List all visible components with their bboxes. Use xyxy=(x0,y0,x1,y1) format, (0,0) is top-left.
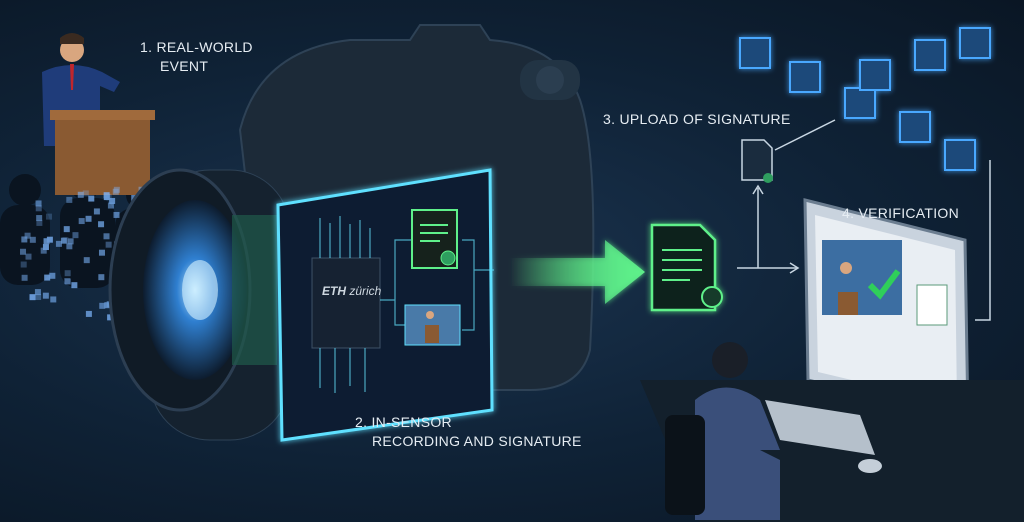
logo-rest: zürich xyxy=(349,284,382,298)
pixel-square xyxy=(71,282,78,289)
pixel-square xyxy=(113,211,120,218)
sensor-board xyxy=(276,168,494,442)
pixel-square xyxy=(78,218,85,225)
person-at-desk-icon xyxy=(665,342,882,520)
step-1-line1: 1. REAL-WORLD xyxy=(140,39,253,55)
pixel-square xyxy=(66,196,73,203)
pixel-square xyxy=(107,202,114,209)
pixel-square xyxy=(42,244,49,251)
step-2-label: 2. IN-SENSOR RECORDING AND SIGNATURE xyxy=(355,413,582,451)
pixel-square xyxy=(64,278,71,285)
pixel-square xyxy=(46,236,53,243)
blockchain-icon xyxy=(739,27,991,171)
monitor-icon xyxy=(780,198,970,445)
pixel-square xyxy=(99,302,106,309)
pixel-square xyxy=(85,310,92,317)
block-cube xyxy=(959,27,991,59)
chip-icon xyxy=(311,257,381,349)
pixel-square xyxy=(104,302,111,309)
pixel-square xyxy=(20,261,27,268)
pixel-square xyxy=(83,257,90,264)
pixel-square xyxy=(64,278,71,285)
pixel-square xyxy=(55,240,62,247)
pixel-square xyxy=(20,248,27,255)
pixel-square xyxy=(113,186,120,193)
pixel-square xyxy=(21,274,28,281)
eth-zurich-logo: ETH zürich xyxy=(322,284,381,298)
block-cube xyxy=(859,59,891,91)
pixel-square xyxy=(66,243,73,250)
pixel-square xyxy=(112,188,119,195)
block-cube xyxy=(844,87,876,119)
pixel-square xyxy=(21,236,28,243)
pixel-square xyxy=(44,274,51,281)
pixel-square xyxy=(42,292,49,299)
step-1-label: 1. REAL-WORLD EVENT xyxy=(140,38,253,76)
step-2-line2: RECORDING AND SIGNATURE xyxy=(372,433,582,449)
block-cube xyxy=(899,111,931,143)
pixel-square xyxy=(98,221,105,228)
pixel-square xyxy=(35,205,42,212)
pixel-square xyxy=(45,213,52,220)
pixel-square xyxy=(77,191,84,198)
pixel-square xyxy=(109,197,116,204)
pixel-square xyxy=(25,253,32,260)
block-cube xyxy=(944,139,976,171)
pixel-square xyxy=(50,296,57,303)
pixel-square xyxy=(103,233,110,240)
pixel-square xyxy=(98,274,105,281)
pixel-square xyxy=(24,232,31,239)
step-1-line2: EVENT xyxy=(160,58,209,74)
pixel-square xyxy=(88,195,95,202)
pixel-square xyxy=(98,249,105,256)
step-4-label: 4. VERIFICATION xyxy=(842,205,960,221)
pixel-square xyxy=(40,247,47,254)
pixel-square xyxy=(36,219,43,226)
pixel-square xyxy=(43,238,50,245)
signed-document-icon xyxy=(650,223,723,312)
pixel-square xyxy=(93,208,100,215)
pixel-square xyxy=(29,294,36,301)
speaker-icon xyxy=(42,33,155,195)
pixel-square xyxy=(67,238,74,245)
pixel-square xyxy=(29,236,36,243)
logo-bold: ETH xyxy=(322,284,346,298)
step-3-label: 3. UPLOAD OF SIGNATURE xyxy=(603,111,791,127)
pixel-square xyxy=(105,241,112,248)
pixel-square xyxy=(60,237,67,244)
step-2-line1: 2. IN-SENSOR xyxy=(355,414,452,430)
pixel-square xyxy=(64,270,71,277)
pixel-square xyxy=(85,215,92,222)
pixel-square xyxy=(82,190,89,197)
transfer-arrow xyxy=(510,240,645,304)
pixel-square xyxy=(35,200,42,207)
mouse-icon xyxy=(858,459,882,473)
keyboard-icon xyxy=(765,400,875,455)
block-cube xyxy=(739,37,771,69)
pixel-square xyxy=(63,226,70,233)
pixel-square xyxy=(34,289,41,296)
pixel-square xyxy=(36,215,43,222)
pixel-square xyxy=(62,237,69,244)
pixel-square xyxy=(107,314,114,321)
pixel-square xyxy=(35,294,42,301)
flow-lines xyxy=(737,119,991,321)
small-document-icon xyxy=(741,139,773,183)
pixel-square xyxy=(49,272,56,279)
pixel-square xyxy=(103,192,110,199)
block-cube xyxy=(789,61,821,93)
block-cube xyxy=(914,39,946,71)
pixel-square xyxy=(72,232,79,239)
